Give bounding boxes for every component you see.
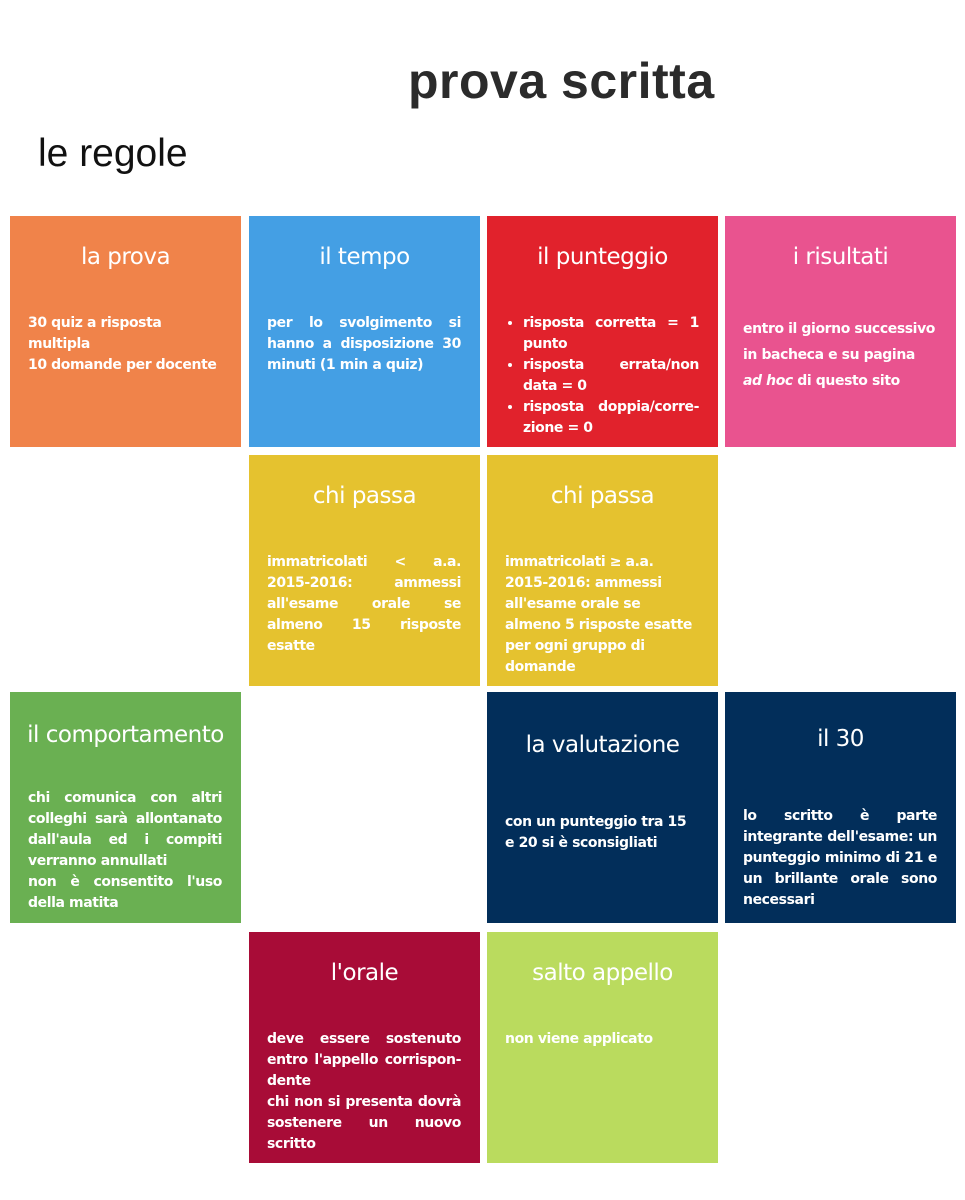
tile-il-comportamento: il comportamento chi comunica con altri … (10, 692, 241, 923)
tile-text: immatricolati < a.a. 2015-2016: ammessi … (267, 554, 461, 654)
tile-title: i risultati (792, 244, 889, 270)
tile-il-30: il 30 lo scritto è parte integrante dell… (725, 692, 956, 923)
tile-l-orale: l'orale deve essere sostenuto entro l'ap… (249, 932, 480, 1163)
list-item: risposta errata/non data = 0 (523, 355, 699, 397)
tile-title: la prova (80, 244, 171, 270)
tile-text: non è consentito l'uso della matita (28, 874, 222, 911)
tile-la-valutazione: la valutazione con un punteggio tra 15 e… (487, 692, 718, 923)
tile-chi-passa-post-2015: chi passa immatricolati ≥ a.a. 2015-2016… (487, 455, 718, 686)
tile-title: chi passa (550, 483, 655, 509)
tile-title: la valutazione (525, 732, 680, 758)
tile-title: il tempo (319, 244, 410, 270)
tile-text: lo scritto è parte integrante dell'esame… (743, 808, 937, 908)
tile-text: non viene applicato (505, 1031, 653, 1047)
tile-title: l'orale (330, 960, 399, 986)
tile-title: salto appello (532, 960, 673, 986)
tile-text: 30 quiz a risposta multipla (28, 315, 162, 352)
tile-text: 10 domande per docente (28, 357, 217, 373)
tile-il-tempo: il tempo per lo svolgimento si hanno a d… (249, 216, 480, 447)
tile-la-prova: la prova 30 quiz a risposta multipla 10 d… (10, 216, 241, 447)
tile-title: chi passa (312, 483, 417, 509)
tile-text: chi comunica con altri colleghi sarà all… (28, 790, 222, 869)
tile-il-punteggio: il punteggio risposta corretta = 1 punto… (487, 216, 718, 447)
page-title: prova scritta (408, 53, 715, 109)
tile-text: con un punteggio tra 15 e 20 si è sconsi… (505, 814, 687, 851)
tile-title: il comportamento (27, 722, 224, 748)
tile-i-risultati: i risultati entro il giorno successivo i… (725, 216, 956, 447)
tile-text: deve essere sostenuto entro l'appello co… (267, 1031, 461, 1089)
tile-title: il 30 (817, 726, 864, 752)
list-item: risposta doppia/corre-zione = 0 (523, 397, 699, 439)
list-item: risposta corretta = 1 punto (523, 313, 699, 355)
tile-text: chi non si presenta dovrà sostenere un n… (267, 1094, 461, 1152)
tile-text: per lo svolgimento si hanno a disposizio… (267, 315, 461, 373)
tile-text: immatricolati ≥ a.a. 2015-2016: ammessi … (505, 554, 693, 675)
tile-salto-appello: salto appello non viene applicato (487, 932, 718, 1163)
page-subtitle: le regole (38, 132, 188, 175)
tile-title: il punteggio (537, 244, 668, 270)
tile-text: entro il giorno successivo in bacheca e … (743, 321, 936, 389)
tile-chi-passa-pre-2015: chi passa immatricolati < a.a. 2015-2016… (249, 455, 480, 686)
